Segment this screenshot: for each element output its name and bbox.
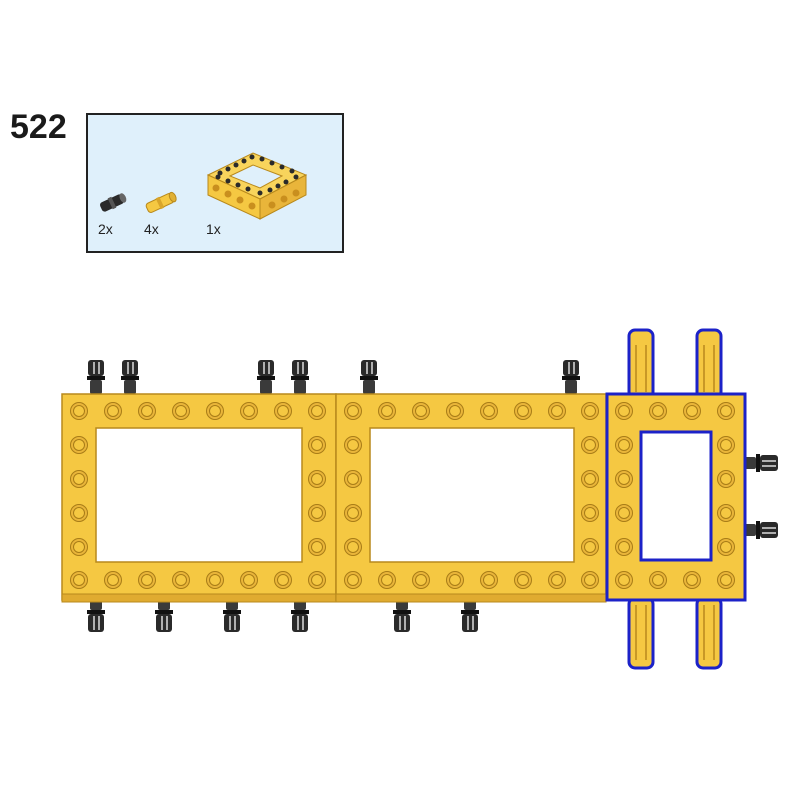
qty-yellow-axle-pin: 4x <box>144 221 159 237</box>
qty-black-pin: 2x <box>98 221 113 237</box>
yellow-open-frame-icon <box>206 152 308 220</box>
parts-list-icons <box>99 152 308 220</box>
top-pins <box>86 359 581 395</box>
yellow-axle-pin-icon <box>145 191 177 213</box>
frame-middle <box>335 393 607 603</box>
step-number: 522 <box>10 108 67 146</box>
parts-list-callout: 2x 4x 1x <box>86 113 344 253</box>
bottom-pins <box>86 597 480 633</box>
axle-pins-bottom <box>627 596 723 670</box>
right-side-pins <box>743 453 779 540</box>
qty-open-frame: 1x <box>206 221 221 237</box>
axle-pins-top <box>627 328 723 400</box>
black-pin-icon <box>99 193 127 212</box>
frame-new-highlighted <box>605 328 747 670</box>
frame-left <box>61 393 337 603</box>
